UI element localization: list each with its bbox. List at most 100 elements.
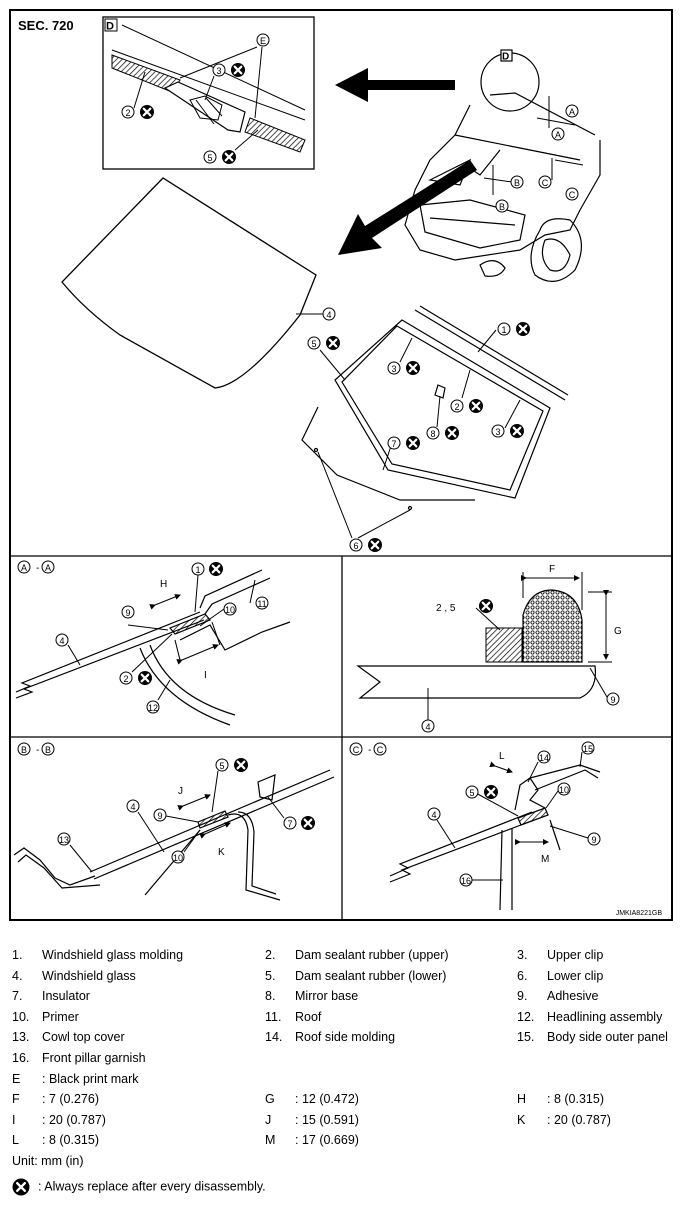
section-title: SEC. 720 bbox=[18, 18, 74, 33]
molding-exploded-view bbox=[301, 305, 569, 511]
svg-text:4: 4 bbox=[130, 802, 135, 812]
legend-item: 4.Windshield glass bbox=[12, 969, 136, 983]
section-b-b: B - B J K 4 9 5 10 7 13 bbox=[13, 742, 335, 901]
svg-text:8: 8 bbox=[430, 429, 435, 439]
svg-text:A: A bbox=[45, 563, 51, 573]
dimension-item: K: 20 (0.787) bbox=[517, 1113, 611, 1127]
legend-item: 9.Adhesive bbox=[517, 989, 599, 1003]
legend-item: 7.Insulator bbox=[12, 989, 90, 1003]
svg-text:10: 10 bbox=[225, 605, 235, 615]
mark-note: E: Black print mark bbox=[12, 1072, 139, 1086]
detail-d-label: D bbox=[106, 21, 114, 33]
legend-item: 15.Body side outer panel bbox=[517, 1030, 668, 1044]
svg-text:C: C bbox=[569, 190, 576, 200]
svg-text:4: 4 bbox=[326, 310, 331, 320]
legend-row: 1.Windshield glass molding 2.Dam sealant… bbox=[0, 948, 685, 968]
callout-e-label: E bbox=[260, 36, 266, 46]
legend-row: 4.Windshield glass 5.Dam sealant rubber … bbox=[0, 969, 685, 989]
svg-text:2: 2 bbox=[125, 108, 130, 118]
svg-text:I: I bbox=[204, 670, 207, 681]
svg-text:G: G bbox=[614, 626, 622, 637]
svg-text:5: 5 bbox=[311, 339, 316, 349]
svg-text:4: 4 bbox=[425, 722, 430, 732]
svg-text:9: 9 bbox=[591, 835, 596, 845]
svg-text:-: - bbox=[368, 745, 371, 756]
dimension-item: J: 15 (0.591) bbox=[265, 1113, 359, 1127]
svg-text:J: J bbox=[178, 786, 183, 797]
windshield-glass-shape bbox=[61, 177, 317, 389]
svg-text:2: 2 bbox=[123, 674, 128, 684]
dimension-row: I: 20 (0.787) J: 15 (0.591) K: 20 (0.787… bbox=[0, 1113, 685, 1133]
section-markers-car: A A B B C C bbox=[483, 96, 584, 213]
legend-item: 11.Roof bbox=[265, 1010, 322, 1024]
figure-code: JMKIA8221GB bbox=[616, 910, 663, 917]
legend-item: 14.Roof side molding bbox=[265, 1030, 396, 1044]
legend-row: 10.Primer 11.Roof 12.Headlining assembly bbox=[0, 1010, 685, 1030]
svg-text:4: 4 bbox=[59, 636, 64, 646]
dimension-row: F: 7 (0.276) G: 12 (0.472) H: 8 (0.315) bbox=[0, 1092, 685, 1112]
svg-text:F: F bbox=[549, 564, 555, 575]
svg-text:5: 5 bbox=[469, 788, 474, 798]
replace-note: : Always replace after every disassembly… bbox=[12, 1178, 266, 1196]
svg-text:-: - bbox=[36, 745, 39, 756]
dimension-item: G: 12 (0.472) bbox=[265, 1092, 359, 1106]
svg-text:A: A bbox=[569, 107, 575, 117]
dimension-item: L: 8 (0.315) bbox=[12, 1133, 99, 1147]
svg-text:B: B bbox=[499, 202, 505, 212]
svg-text:9: 9 bbox=[610, 695, 615, 705]
dimension-row: L: 8 (0.315) M: 17 (0.669) bbox=[0, 1133, 685, 1153]
svg-text:1: 1 bbox=[195, 565, 200, 575]
legend-row: E: Black print mark bbox=[0, 1072, 685, 1092]
svg-text:10: 10 bbox=[559, 785, 569, 795]
svg-text:1: 1 bbox=[501, 325, 506, 335]
unit-label: Unit: mm (in) bbox=[12, 1154, 84, 1168]
legend-row: 7.Insulator 8.Mirror base 9.Adhesive bbox=[0, 989, 685, 1009]
callout-glass-4: 4 bbox=[296, 307, 336, 321]
dimension-item: H: 8 (0.315) bbox=[517, 1092, 604, 1106]
svg-text:C: C bbox=[542, 178, 549, 188]
legend-item: 2.Dam sealant rubber (upper) bbox=[265, 948, 449, 962]
legend-item: 12.Headlining assembly bbox=[517, 1010, 663, 1024]
svg-text:L: L bbox=[499, 751, 505, 762]
svg-text:9: 9 bbox=[125, 608, 130, 618]
section-c-c: C - C L M 4 5 14 15 10 9 16 bbox=[349, 741, 601, 911]
svg-text:15: 15 bbox=[583, 744, 593, 754]
car-front-view: D bbox=[404, 49, 601, 282]
section-a-a: A - A I H 9 1 10 11 4 2 12 bbox=[15, 560, 291, 726]
svg-text:C: C bbox=[377, 745, 384, 755]
legend-item: 3.Upper clip bbox=[517, 948, 604, 962]
callout-inset-5: 5 bbox=[203, 129, 259, 166]
dimension-item: I: 20 (0.787) bbox=[12, 1113, 106, 1127]
svg-text:3: 3 bbox=[391, 364, 396, 374]
svg-text:2: 2 bbox=[454, 402, 459, 412]
svg-text:B: B bbox=[45, 745, 51, 755]
svg-text:9: 9 bbox=[157, 811, 162, 821]
svg-text:11: 11 bbox=[257, 599, 266, 609]
svg-text:A: A bbox=[555, 130, 561, 140]
svg-text:13: 13 bbox=[59, 835, 69, 845]
legend-item: 13.Cowl top cover bbox=[12, 1030, 125, 1044]
svg-text:B: B bbox=[514, 178, 520, 188]
legend-item: 10.Primer bbox=[12, 1010, 79, 1024]
svg-text:C: C bbox=[353, 745, 360, 755]
svg-text:16: 16 bbox=[461, 876, 471, 886]
svg-text:H: H bbox=[160, 579, 167, 590]
svg-text:6: 6 bbox=[353, 541, 358, 551]
svg-text:-: - bbox=[36, 563, 39, 574]
svg-text:2 , 5: 2 , 5 bbox=[436, 603, 456, 614]
svg-text:5: 5 bbox=[219, 761, 224, 771]
svg-text:10: 10 bbox=[173, 853, 183, 863]
detail-d-inset: D E bbox=[102, 16, 315, 170]
legend-item: 1.Windshield glass molding bbox=[12, 948, 184, 962]
legend-item: 5.Dam sealant rubber (lower) bbox=[265, 969, 447, 983]
svg-text:K: K bbox=[218, 847, 225, 858]
callout-inset-2: 2 bbox=[121, 71, 156, 121]
svg-text:3: 3 bbox=[495, 427, 500, 437]
legend-item: 8.Mirror base bbox=[265, 989, 359, 1003]
svg-text:12: 12 bbox=[148, 703, 158, 713]
sealant-detail: F G 2 , 5 9 4 bbox=[356, 564, 622, 733]
arrow-to-glass bbox=[338, 160, 477, 255]
svg-text:B: B bbox=[21, 745, 27, 755]
svg-text:5: 5 bbox=[207, 153, 212, 163]
svg-text:14: 14 bbox=[539, 753, 549, 763]
